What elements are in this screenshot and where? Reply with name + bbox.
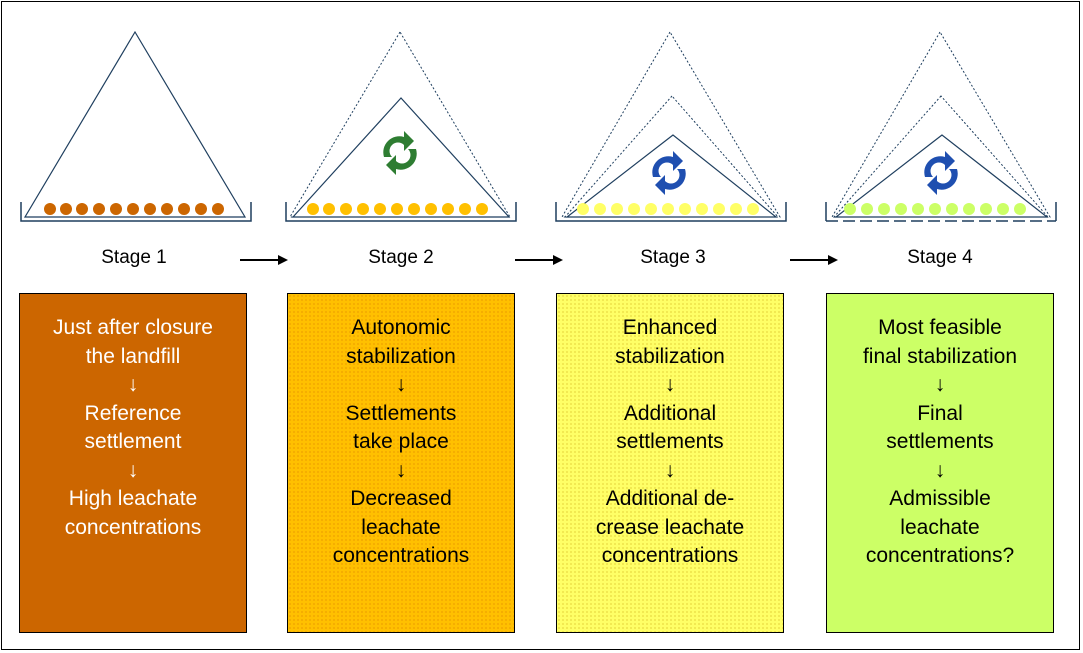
stage-4-label: Stage 4 [907, 247, 973, 268]
down-arrow: ↓ [934, 373, 946, 396]
description-line: settlement [84, 430, 182, 453]
stage-2-description-box: Autonomic stabilization ↓ Settlements ta… [287, 293, 515, 633]
description-line: concentrations [332, 544, 470, 567]
down-arrow: ↓ [664, 373, 676, 396]
stage-1-label: Stage 1 [101, 247, 167, 268]
stage-2-label: Stage 2 [368, 247, 434, 268]
description-line: Settlements [345, 401, 457, 425]
stage-1-description-box: Just after closure the landfill ↓ Refere… [19, 293, 247, 633]
waste-particles-stage-3 [577, 203, 759, 215]
description-line: concentrations [64, 515, 202, 539]
stage-3-label: Stage 3 [640, 247, 706, 268]
landfill-stage-1 [20, 30, 252, 222]
down-arrow: ↓ [934, 458, 946, 482]
description-line: Just after closure [53, 316, 213, 339]
description-line: Enhanced [622, 316, 718, 339]
description-line: crease leachate [595, 515, 745, 539]
description-line: stabilization [615, 344, 725, 368]
down-arrow: ↓ [395, 458, 407, 482]
description-line: settlements [886, 430, 994, 453]
description-line: Additional de- [605, 487, 735, 510]
recycle-icon [383, 131, 417, 175]
description-line: settlements [616, 430, 724, 453]
description-line: final stabilization [862, 344, 1018, 368]
description-line: Admissible [889, 487, 991, 510]
landfill-stage-2 [285, 31, 517, 222]
waste-particles-stage-2 [307, 203, 488, 215]
recycle-icon [652, 151, 686, 195]
description-line: the landfill [85, 344, 181, 368]
description-line: Most feasible [878, 316, 1002, 339]
down-arrow: ↓ [127, 373, 139, 396]
waste-particles-stage-4 [844, 203, 1026, 215]
down-arrow: ↓ [395, 373, 407, 396]
down-arrow: ↓ [127, 458, 139, 482]
down-arrow: ↓ [664, 458, 676, 482]
waste-particles-stage-1 [44, 203, 224, 215]
description-line: Decreased [350, 487, 452, 510]
description-line: leachate [361, 515, 441, 539]
description-line: Reference [84, 401, 182, 425]
landfill-stage-3 [555, 31, 787, 222]
landfill-diagrams [20, 30, 1057, 222]
arrow-right-icon [515, 255, 563, 265]
arrow-right-icon [240, 255, 288, 265]
arrow-right-icon [790, 255, 838, 265]
description-line: Autonomic [351, 316, 451, 339]
description-line: concentrations? [865, 544, 1015, 567]
description-line: Additional [623, 401, 717, 425]
stage-3-description-box: Enhanced stabilization ↓ Additional sett… [556, 293, 784, 633]
recycle-icon [924, 151, 958, 195]
description-line: concentrations [601, 544, 739, 567]
stage-4-description-box: Most feasible final stabilization ↓ Fina… [826, 293, 1054, 633]
landfill-stage-4 [825, 31, 1057, 222]
description-line: Final [917, 401, 963, 425]
description-line: leachate [900, 515, 980, 539]
description-line: stabilization [346, 344, 456, 368]
description-line: take place [353, 430, 449, 453]
description-line: High leachate [68, 487, 198, 510]
